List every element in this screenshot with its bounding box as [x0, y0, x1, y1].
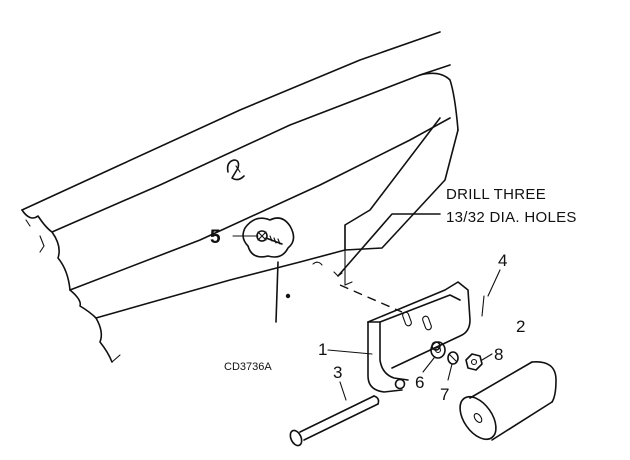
- roller: [459, 361, 557, 441]
- frame-beam: [21, 31, 459, 363]
- note-line-1: DRILL THREE: [446, 186, 546, 203]
- callout-6: 6: [415, 373, 424, 392]
- leader-6: [422, 357, 435, 373]
- axle-hole: [394, 378, 406, 390]
- callout-5: 5: [210, 227, 221, 248]
- cutaway-patch: [242, 217, 295, 258]
- alignment-dashed-line: [339, 284, 403, 313]
- callout-8: 8: [494, 345, 503, 364]
- note-leader-line: [337, 213, 441, 277]
- slot-1: [402, 311, 412, 327]
- leader-1: [327, 349, 373, 355]
- axle-pin: [289, 395, 380, 447]
- slot-2: [422, 315, 432, 331]
- nut-8-icon: [465, 353, 483, 371]
- callout-4: 4: [498, 251, 507, 270]
- mounting-bracket: [367, 281, 471, 393]
- callout-7: 7: [440, 385, 449, 404]
- callout-3: 3: [333, 363, 342, 382]
- leader-4: [487, 269, 501, 297]
- leader-3: [339, 381, 347, 401]
- clip-icon: [226, 159, 245, 181]
- note-line-2: 13/32 DIA. HOLES: [446, 209, 577, 226]
- leader-7: [447, 363, 453, 381]
- washer-6-icon: [430, 341, 446, 359]
- callout-2: 2: [516, 317, 525, 336]
- callout-1: 1: [318, 340, 327, 359]
- mount-hole: [285, 293, 291, 299]
- drill-hole-mark: [312, 261, 323, 266]
- leader-8: [481, 353, 493, 361]
- lock-washer-7-icon: [447, 351, 459, 365]
- figure-code: CD3736A: [224, 361, 272, 373]
- bolt-5-icon: [256, 230, 283, 245]
